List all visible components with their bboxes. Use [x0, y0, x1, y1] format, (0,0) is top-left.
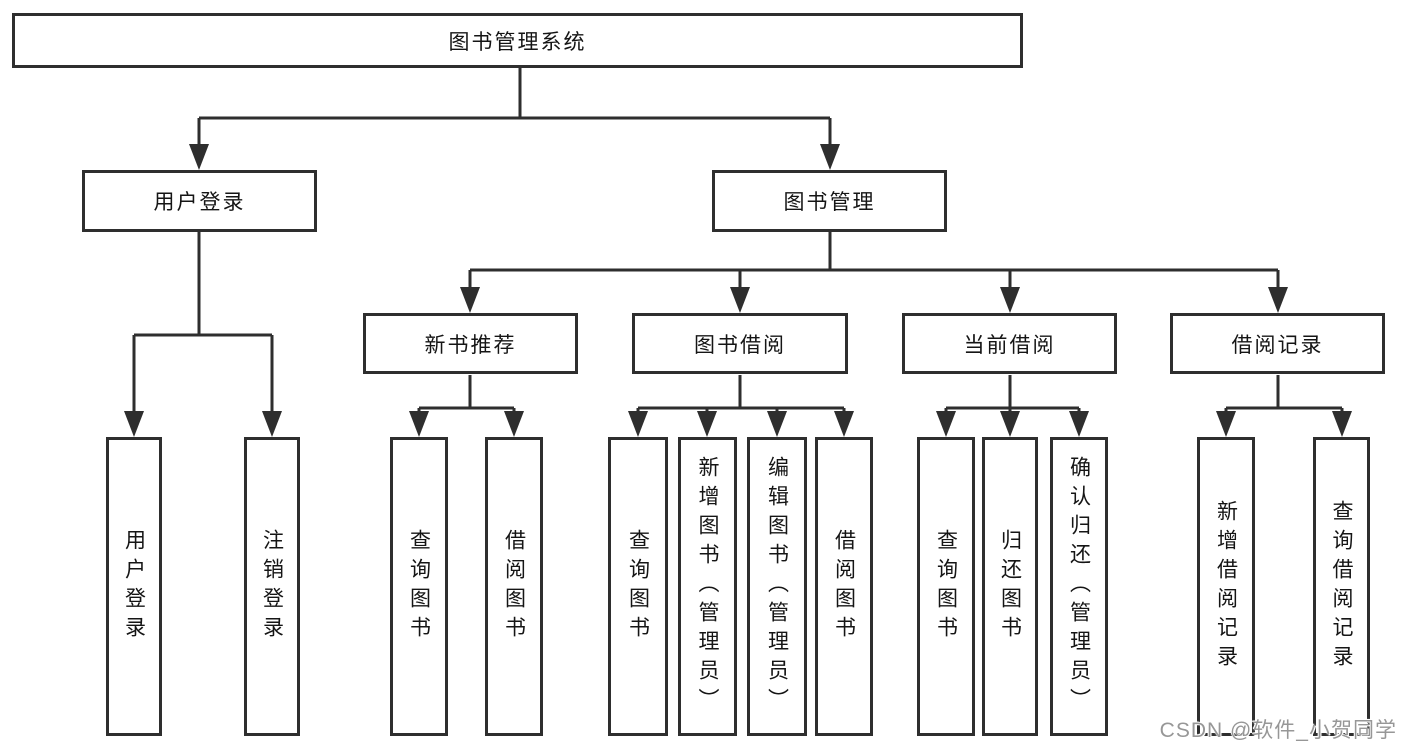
leaf-edit-book-admin: 编辑图书（管理员）	[747, 437, 807, 736]
leaf-query-borrow-record: 查询借阅记录	[1313, 437, 1370, 736]
node-user-login-module: 用户登录	[82, 170, 317, 232]
leaf-return-books: 归还图书	[982, 437, 1038, 736]
leaf-borrow-books: 借阅图书	[815, 437, 873, 736]
leaf-label: 查询图书	[407, 528, 431, 645]
leaf-query-books-current: 查询图书	[917, 437, 975, 736]
leaf-confirm-return-admin: 确认归还（管理员）	[1050, 437, 1108, 736]
leaf-add-book-admin: 新增图书（管理员）	[678, 437, 737, 736]
leaf-user-login: 用户登录	[106, 437, 162, 736]
leaf-label: 查询借阅记录	[1330, 499, 1353, 674]
node-new-book-recommendation: 新书推荐	[363, 313, 578, 374]
leaf-label: 查询图书	[934, 528, 958, 645]
leaf-borrow-books-recommend: 借阅图书	[485, 437, 543, 736]
leaf-label: 借阅图书	[832, 528, 856, 645]
node-book-borrowing: 图书借阅	[632, 313, 848, 374]
leaf-add-borrow-record: 新增借阅记录	[1197, 437, 1255, 736]
leaf-label: 借阅图书	[502, 528, 526, 645]
leaf-query-books-recommend: 查询图书	[390, 437, 448, 736]
node-current-borrowing: 当前借阅	[902, 313, 1117, 374]
leaf-label: 确认归还（管理员）	[1067, 456, 1091, 717]
node-borrowing-records: 借阅记录	[1170, 313, 1385, 374]
leaf-label: 用户登录	[122, 528, 146, 645]
leaf-logout: 注销登录	[244, 437, 300, 736]
leaf-label: 编辑图书（管理员）	[765, 456, 789, 717]
leaf-label: 新增图书（管理员）	[696, 456, 719, 717]
leaf-label: 注销登录	[260, 528, 284, 645]
leaf-label: 归还图书	[998, 528, 1022, 645]
csdn-watermark: CSDN @软件_小贺同学	[1159, 719, 1397, 742]
leaf-label: 新增借阅记录	[1214, 499, 1238, 674]
node-book-management-module: 图书管理	[712, 170, 947, 232]
node-root-system: 图书管理系统	[12, 13, 1023, 68]
leaf-label: 查询图书	[626, 528, 650, 645]
leaf-query-books-borrow: 查询图书	[608, 437, 668, 736]
